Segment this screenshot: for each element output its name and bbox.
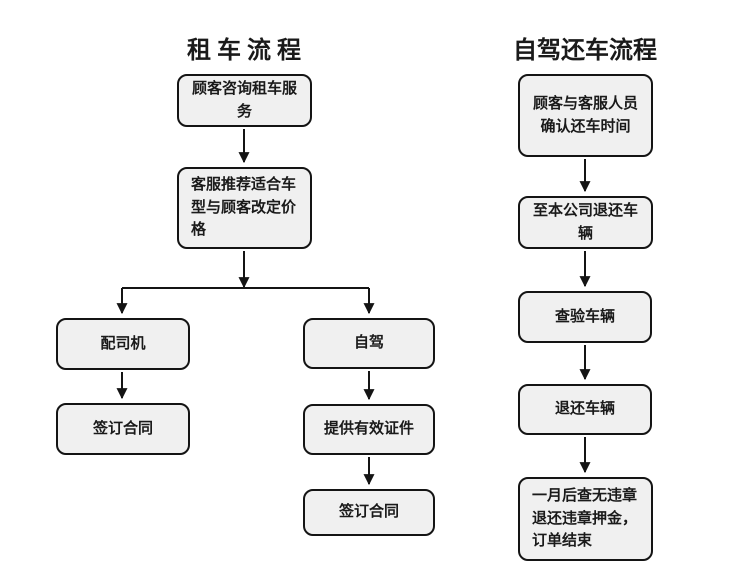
node-with-driver: 配司机: [56, 318, 190, 370]
node-return-to-company: 至本公司退还车辆: [518, 196, 653, 249]
node-confirm-return-time: 顾客与客服人员 确认还车时间: [518, 74, 653, 157]
node-self-drive: 自驾: [303, 318, 435, 369]
node-deposit-refund-order-end: 一月后查无违章 退还违章押金， 订单结束: [518, 477, 653, 561]
node-sign-contract-driver: 签订合同: [56, 403, 190, 455]
node-inspect-vehicle: 查验车辆: [518, 291, 652, 343]
node-provide-documents: 提供有效证件: [303, 404, 435, 455]
left-flow-title: 租 车 流 程: [187, 38, 301, 64]
right-flow-title: 自驾还车流程: [513, 38, 657, 64]
node-return-vehicle: 退还车辆: [518, 384, 652, 435]
node-sign-contract-self: 签订合同: [303, 489, 435, 536]
node-recommend-model-price: 客服推荐适合车 型与顾客改定价 格: [177, 167, 312, 249]
node-consult-rental-service: 顾客咨询租车服务: [177, 74, 312, 127]
